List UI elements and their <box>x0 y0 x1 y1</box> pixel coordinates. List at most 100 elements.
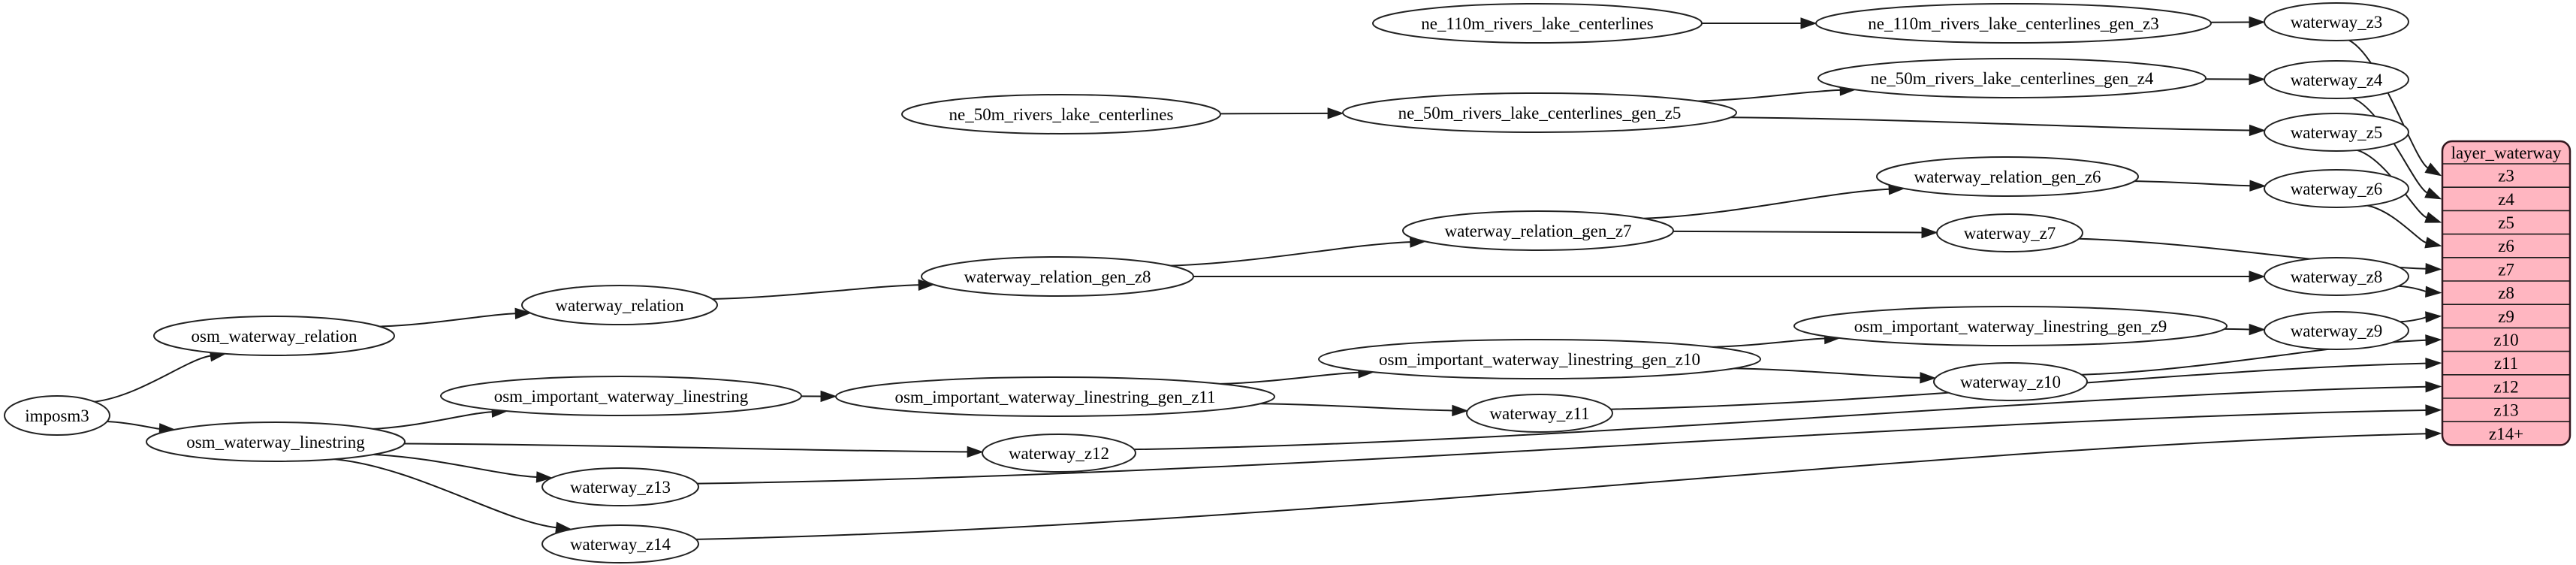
edge-waterway_z4-to-layer_waterway-z4 <box>2351 97 2442 200</box>
node-label: ne_50m_rivers_lake_centerlines_gen_z5 <box>1398 104 1682 122</box>
arrowhead-icon <box>2249 180 2267 192</box>
edge-osm_important_waterway_linestring-to-osm_important_waterway_linestring_gen_z11 <box>801 390 837 403</box>
node-waterway_z13: waterway_z13 <box>541 467 699 506</box>
arrowhead-icon <box>2425 263 2442 275</box>
node-waterway_z12: waterway_z12 <box>982 434 1136 473</box>
node-label: waterway_z7 <box>1964 224 2056 243</box>
node-label: ne_110m_rivers_lake_centerlines_gen_z3 <box>1868 14 2158 33</box>
layer-row-z12: z12 <box>2493 377 2518 396</box>
layer-row-z4: z4 <box>2498 190 2514 209</box>
node-label: ne_50m_rivers_lake_centerlines_gen_z4 <box>1871 69 2154 88</box>
node-waterway_z9: waterway_z9 <box>2264 311 2409 350</box>
edge-ne_50m_rivers_lake_centerlines-to-ne_50m_rivers_lake_centerlines_gen_z5 <box>1220 107 1344 119</box>
node-label: waterway_z6 <box>2291 180 2383 198</box>
edge-osm_important_waterway_linestring_gen_z9-to-waterway_z9 <box>2224 323 2266 336</box>
edge-osm_waterway_linestring-to-waterway_z12 <box>404 443 984 458</box>
edge-waterway_z14-to-layer_waterway-z14+ <box>695 428 2442 540</box>
arrowhead-icon <box>2424 162 2442 177</box>
edge-waterway_relation_gen_z7-to-waterway_z7 <box>1673 226 1938 239</box>
edge-osm_waterway_linestring-to-waterway_z13 <box>373 454 554 483</box>
edge-waterway_relation_gen_z8-to-waterway_relation_gen_z7 <box>1170 236 1427 267</box>
edge-waterway_relation_gen_z6-to-waterway_z6 <box>2134 180 2267 192</box>
node-osm_important_waterway_linestring_gen_z11: osm_important_waterway_linestring_gen_z1… <box>835 376 1275 417</box>
node-ne_50m_rivers_lake_centerlines_gen_z5: ne_50m_rivers_lake_centerlines_gen_z5 <box>1342 92 1737 133</box>
node-label: waterway_relation_gen_z6 <box>1914 168 2101 186</box>
node-label: waterway_z8 <box>2291 267 2383 286</box>
node-waterway_z8: waterway_z8 <box>2264 257 2409 296</box>
node-osm_important_waterway_linestring_gen_z9: osm_important_waterway_linestring_gen_z9 <box>1793 306 2228 346</box>
node-waterway_z11: waterway_z11 <box>1466 394 1613 433</box>
arrowhead-icon <box>2425 311 2442 323</box>
node-label: imposm3 <box>25 406 89 425</box>
node-label: ne_50m_rivers_lake_centerlines <box>949 105 1174 124</box>
node-waterway_relation_gen_z6: waterway_relation_gen_z6 <box>1876 156 2139 197</box>
node-label: osm_waterway_relation <box>192 327 357 346</box>
node-label: waterway_z9 <box>2291 322 2383 340</box>
edge-osm_important_waterway_linestring_gen_z10-to-waterway_z10 <box>1733 367 1937 384</box>
node-label: ne_110m_rivers_lake_centerlines <box>1421 14 1654 33</box>
arrowhead-icon <box>2424 237 2442 249</box>
edge-waterway_z6-to-layer_waterway-z6 <box>2367 204 2442 249</box>
node-waterway_z4: waterway_z4 <box>2264 60 2409 99</box>
node-label: osm_waterway_linestring <box>186 433 365 452</box>
edge-ne_110m_rivers_lake_centerlines_gen_z3-to-waterway_z3 <box>2210 16 2266 29</box>
layer-table-background <box>2441 140 2571 446</box>
arrowhead-icon <box>1800 17 1817 29</box>
arrowhead-icon <box>2249 124 2266 137</box>
layer-row-z6: z6 <box>2498 237 2514 255</box>
node-osm_waterway_linestring: osm_waterway_linestring <box>146 421 406 462</box>
edge-osm_important_waterway_linestring_gen_z11-to-waterway_z11 <box>1259 403 1469 417</box>
layer-row-z9: z9 <box>2498 307 2514 326</box>
node-label: waterway_z13 <box>570 478 671 497</box>
node-osm_important_waterway_linestring_gen_z10: osm_important_waterway_linestring_gen_z1… <box>1318 339 1761 379</box>
arrowhead-icon <box>2425 286 2442 298</box>
node-label: waterway_z14 <box>570 535 671 554</box>
node-ne_110m_rivers_lake_centerlines_gen_z3: ne_110m_rivers_lake_centerlines_gen_z3 <box>1815 3 2212 44</box>
arrowhead-icon <box>2425 428 2442 440</box>
layer-row-z10: z10 <box>2493 331 2518 349</box>
edge-waterway_relation_gen_z8-to-waterway_z8 <box>1193 270 2266 282</box>
node-label: waterway_relation_gen_z7 <box>1444 222 1631 240</box>
arrowhead-icon <box>1920 372 1937 384</box>
arrowhead-icon <box>2249 270 2266 282</box>
node-label: waterway_relation <box>555 296 684 315</box>
layer-row-z8: z8 <box>2498 284 2514 303</box>
node-label: waterway_z11 <box>1489 404 1589 423</box>
node-waterway_z10: waterway_z10 <box>1933 362 2088 401</box>
node-label: waterway_z10 <box>1960 373 2061 391</box>
arrowhead-icon <box>2249 16 2266 29</box>
node-label: waterway_z3 <box>2291 13 2383 32</box>
node-waterway_relation_gen_z7: waterway_relation_gen_z7 <box>1402 210 1674 251</box>
layer-table-title: layer_waterway <box>2451 144 2562 162</box>
arrowhead-icon <box>2425 381 2442 393</box>
node-label: osm_important_waterway_linestring <box>494 387 749 406</box>
edge-waterway_z12-to-layer_waterway-z12 <box>1134 381 2442 451</box>
edge-waterway_z9-to-layer_waterway-z9 <box>2400 311 2442 323</box>
edge-osm_waterway_linestring-to-osm_important_waterway_linestring <box>373 406 508 430</box>
layer-table-layer_waterway: layer_waterwayz3z4z5z6z7z8z9z10z11z12z13… <box>2441 140 2571 446</box>
node-waterway_z3: waterway_z3 <box>2264 2 2409 41</box>
node-label: waterway_relation_gen_z8 <box>964 267 1151 286</box>
node-label: waterway_z5 <box>2291 123 2383 142</box>
arrowhead-icon <box>2424 187 2442 200</box>
layer-row-z3: z3 <box>2498 167 2514 186</box>
layer-row-z7: z7 <box>2498 260 2514 279</box>
arrowhead-icon <box>2425 404 2442 416</box>
edge-ne_50m_rivers_lake_centerlines_gen_z4-to-waterway_z4 <box>2205 73 2266 86</box>
node-ne_50m_rivers_lake_centerlines: ne_50m_rivers_lake_centerlines <box>901 94 1221 134</box>
edge-waterway_relation_gen_z7-to-waterway_relation_gen_z6 <box>1643 183 1905 219</box>
node-waterway_z14: waterway_z14 <box>541 524 699 563</box>
node-waterway_z5: waterway_z5 <box>2264 113 2409 152</box>
edge-waterway_z8-to-layer_waterway-z8 <box>2398 285 2442 298</box>
node-waterway_relation_gen_z8: waterway_relation_gen_z8 <box>921 256 1194 297</box>
arrowhead-icon <box>514 307 532 320</box>
layer-row-z13: z13 <box>2493 401 2518 420</box>
node-waterway_relation: waterway_relation <box>521 285 718 325</box>
node-label: osm_important_waterway_linestring_gen_z1… <box>894 388 1215 406</box>
node-label: waterway_z12 <box>1009 444 1109 463</box>
node-imposm3: imposm3 <box>4 395 110 436</box>
edge-waterway_relation-to-waterway_relation_gen_z8 <box>712 279 935 300</box>
edge-waterway_z13-to-layer_waterway-z13 <box>697 404 2442 485</box>
